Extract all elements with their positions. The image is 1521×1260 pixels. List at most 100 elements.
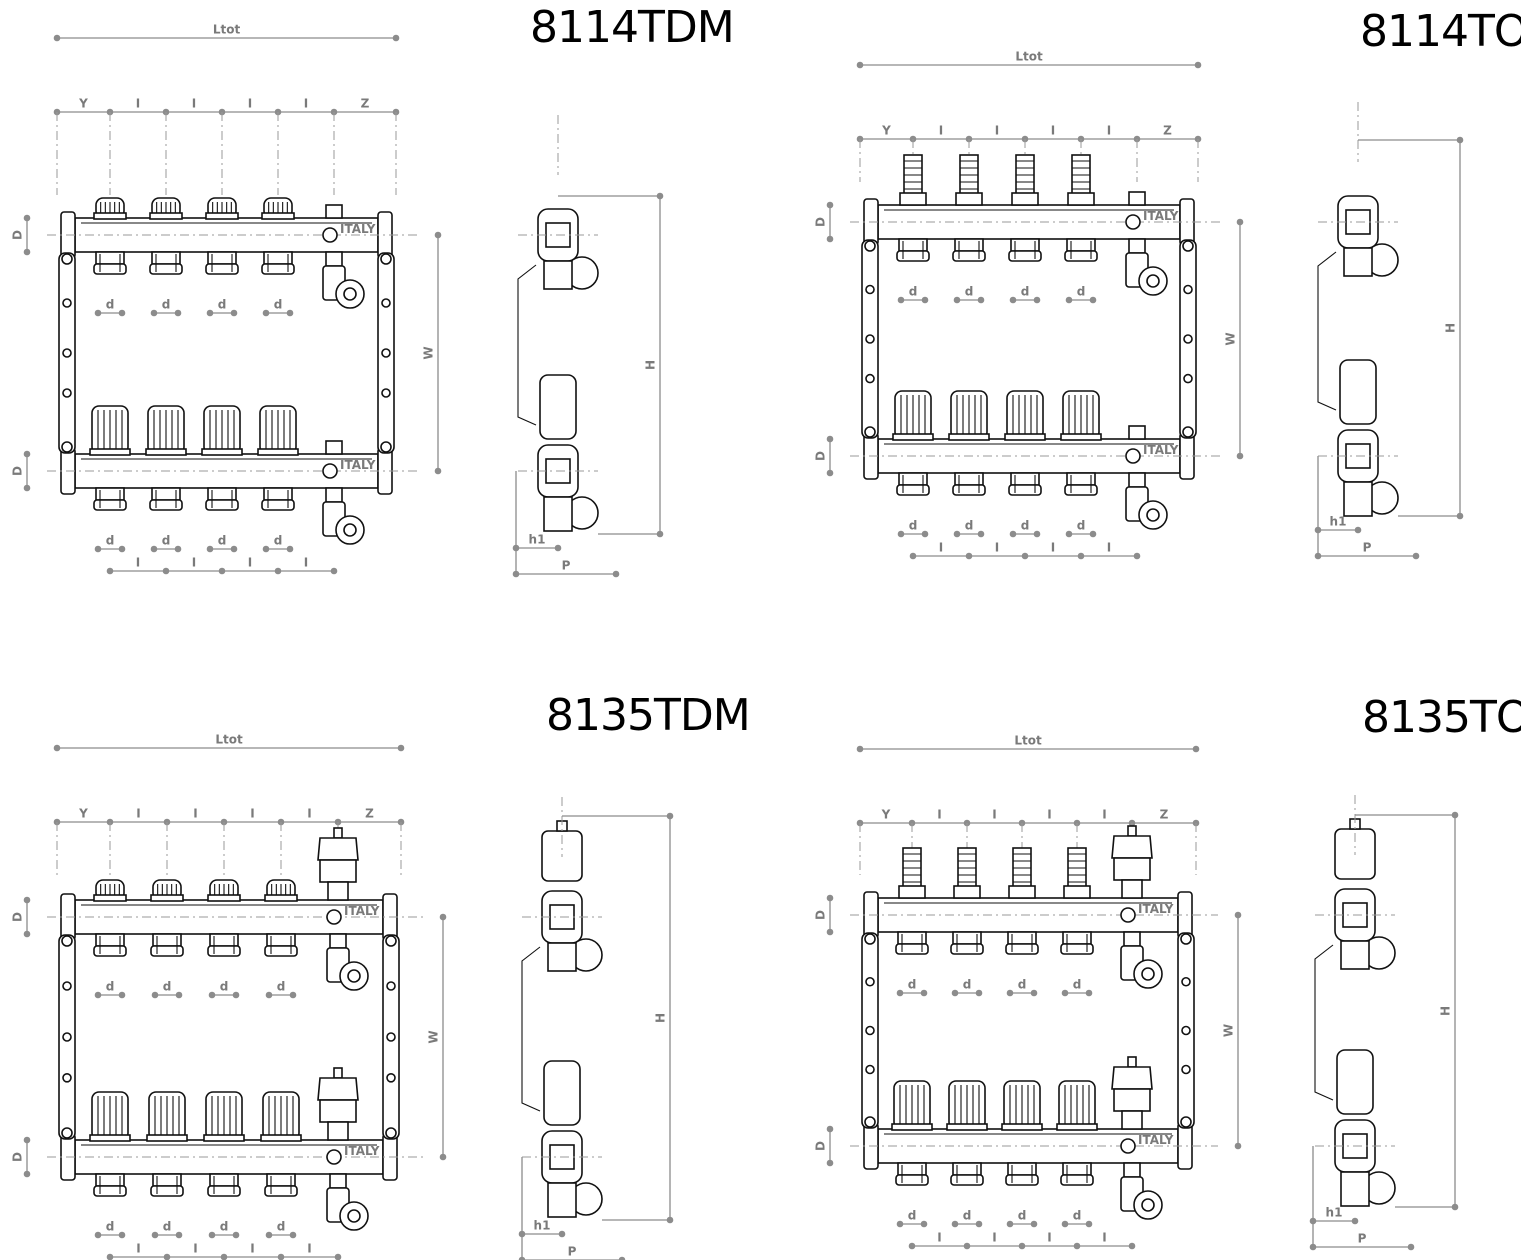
auto-vent-cap bbox=[1127, 825, 1137, 837]
dimension-label-i: I bbox=[304, 556, 308, 570]
handwheel-base bbox=[946, 1123, 988, 1131]
outlet-connector bbox=[264, 1185, 298, 1197]
bracket-hole-icon bbox=[62, 981, 72, 991]
bracket-hole-icon bbox=[865, 1025, 875, 1036]
dimension-node bbox=[965, 552, 973, 560]
bracket-hole-icon bbox=[62, 348, 72, 358]
dimension-label-i: I bbox=[192, 556, 196, 570]
dimension-node bbox=[951, 1220, 959, 1228]
drain-cock-core bbox=[1146, 274, 1160, 288]
dimension-node bbox=[896, 989, 904, 997]
dimension-node bbox=[1073, 1242, 1081, 1250]
auto-vent-cap bbox=[333, 1067, 343, 1079]
side-handwheel-icon bbox=[539, 374, 577, 440]
dimension-label-d: D bbox=[814, 1141, 828, 1151]
stamp-label: ITALY bbox=[1143, 443, 1179, 457]
dimension-node bbox=[826, 435, 834, 443]
side-bracket bbox=[1317, 251, 1337, 411]
dimension-node bbox=[1077, 552, 1085, 560]
dimension-node bbox=[1451, 1203, 1459, 1211]
dimension-label-i: I bbox=[939, 541, 943, 555]
dimension-node bbox=[94, 991, 102, 999]
auto-vent-cap bbox=[1127, 1056, 1137, 1068]
dimension-label-i: I bbox=[248, 556, 252, 570]
handwheel-base bbox=[1056, 1123, 1098, 1131]
bracket-hole-icon bbox=[62, 388, 72, 398]
dimension-node bbox=[921, 530, 929, 538]
dimension-node bbox=[392, 34, 400, 42]
flowmeter-base bbox=[953, 885, 981, 899]
outlet-connector bbox=[1064, 484, 1098, 496]
bracket-screw-icon bbox=[1180, 933, 1192, 945]
dimension-label-i: I bbox=[992, 808, 996, 822]
dimension-node bbox=[23, 1170, 31, 1178]
outlet-connector bbox=[261, 263, 295, 275]
bracket-screw-icon bbox=[61, 441, 73, 453]
brand-logo-icon bbox=[326, 1149, 342, 1165]
bracket-hole-icon bbox=[62, 1032, 72, 1042]
model-title-8135tdm: 8135TDM bbox=[546, 690, 751, 741]
dimension-label-h: H bbox=[644, 360, 658, 370]
flowmeter-base bbox=[898, 885, 926, 899]
outlet-connector bbox=[261, 499, 295, 511]
air-vent-icon bbox=[329, 1173, 347, 1189]
air-vent-icon bbox=[1128, 472, 1146, 488]
dimension-node bbox=[1236, 452, 1244, 460]
handwheel-base bbox=[207, 894, 241, 902]
dimension-label-i: I bbox=[136, 807, 140, 821]
drain-cock-core bbox=[1141, 1198, 1155, 1212]
dimension-node bbox=[1234, 911, 1242, 919]
outlet-connector bbox=[1008, 250, 1042, 262]
outlet-connector bbox=[950, 1174, 984, 1186]
dimension-node bbox=[23, 484, 31, 492]
dimension-node bbox=[106, 567, 114, 575]
vent-plug-icon bbox=[1128, 191, 1146, 206]
dimension-node bbox=[896, 1220, 904, 1228]
bracket-hole-icon bbox=[62, 1073, 72, 1083]
dimension-label-i: I bbox=[992, 1231, 996, 1245]
dimension-node bbox=[612, 570, 620, 578]
dimension-node bbox=[118, 1231, 126, 1239]
dimension-label-i: I bbox=[937, 1231, 941, 1245]
dimension-node bbox=[23, 1136, 31, 1144]
dimension-label-y: Y bbox=[78, 97, 88, 111]
flowmeter-base bbox=[1063, 885, 1091, 899]
dimension-label-i: I bbox=[248, 97, 252, 111]
dimension-label-i: I bbox=[136, 556, 140, 570]
handwheel-base bbox=[892, 433, 934, 441]
dimension-node bbox=[118, 309, 126, 317]
dimension-node bbox=[289, 1231, 297, 1239]
dimension-node bbox=[286, 309, 294, 317]
auto-vent-base bbox=[327, 1121, 349, 1141]
outlet-connector bbox=[952, 484, 986, 496]
brand-logo-icon bbox=[322, 227, 338, 243]
dimension-node bbox=[174, 309, 182, 317]
dimension-node bbox=[334, 1253, 342, 1260]
bracket-hole-icon bbox=[865, 334, 875, 344]
dimension-label-i: I bbox=[192, 97, 196, 111]
bracket-screw-icon bbox=[61, 1127, 73, 1139]
model-title-8135to: 8135TO bbox=[1362, 692, 1521, 743]
dimension-label-h1: h1 bbox=[529, 533, 546, 547]
dimension-node bbox=[921, 296, 929, 304]
bracket-hole-icon bbox=[386, 981, 396, 991]
bracket-screw-icon bbox=[380, 441, 392, 453]
dimension-node bbox=[826, 1125, 834, 1133]
flowmeter-base bbox=[1067, 192, 1095, 206]
flowmeter-base bbox=[1008, 885, 1036, 899]
dimension-node bbox=[856, 745, 864, 753]
dimension-label-y: Y bbox=[881, 808, 891, 822]
air-vent-icon bbox=[325, 251, 343, 267]
bracket-hole-icon bbox=[865, 976, 875, 987]
dimension-label-h1: h1 bbox=[1330, 515, 1347, 529]
auto-vent-icon bbox=[1111, 1066, 1153, 1090]
bracket-hole-icon bbox=[381, 298, 391, 308]
dimension-label-i: I bbox=[1102, 808, 1106, 822]
dimension-node bbox=[1085, 989, 1093, 997]
handwheel-base bbox=[93, 894, 127, 902]
dimension-node bbox=[23, 450, 31, 458]
bracket-hole-icon bbox=[1181, 976, 1191, 987]
dimension-node bbox=[174, 545, 182, 553]
dimension-node bbox=[975, 1220, 983, 1228]
dimension-node bbox=[434, 231, 442, 239]
